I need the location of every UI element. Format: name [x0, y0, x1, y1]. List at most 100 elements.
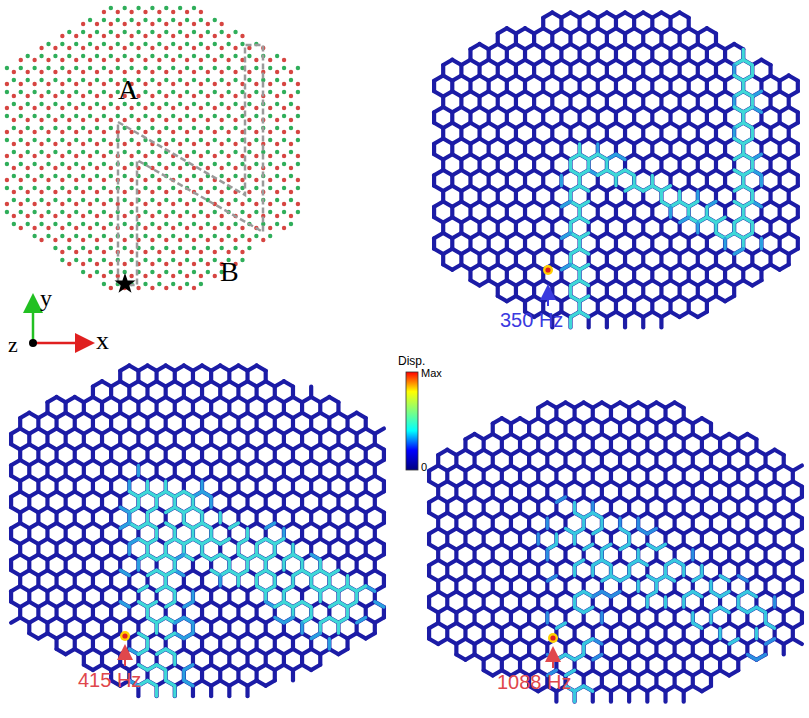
lattice-dot — [19, 202, 23, 206]
lattice-dot — [254, 234, 258, 238]
lattice-dot — [192, 70, 196, 74]
lattice-dot — [164, 70, 168, 74]
lattice-dot — [81, 30, 85, 34]
lattice-bond — [680, 312, 689, 317]
lattice-dot — [178, 126, 182, 130]
excited-bond — [561, 265, 570, 270]
lattice-dot — [220, 174, 224, 178]
lattice-dot — [282, 178, 286, 182]
lattice-dot — [178, 46, 182, 50]
lattice-dot — [226, 90, 230, 94]
lattice-dot — [102, 66, 106, 70]
lattice-dot — [32, 234, 36, 238]
lattice-dot — [233, 222, 237, 226]
lattice-dot — [95, 126, 99, 130]
lattice-dot — [32, 186, 36, 190]
lattice-dot — [39, 214, 43, 218]
lattice-dot — [233, 126, 237, 130]
lattice-dot — [74, 250, 78, 254]
lattice-dot — [95, 22, 99, 26]
lattice-dot — [95, 214, 99, 218]
lattice-dot — [157, 106, 161, 110]
lattice-dot — [199, 234, 203, 238]
lattice-dot — [178, 70, 182, 74]
lattice-dot — [109, 246, 113, 250]
lattice-dot — [88, 178, 92, 182]
lattice-dot — [109, 190, 113, 194]
lattice-dot — [164, 222, 168, 226]
lattice-dot — [129, 66, 133, 70]
lattice-dot — [46, 106, 50, 110]
lattice-dot — [178, 102, 182, 106]
lattice-dot — [178, 142, 182, 146]
lattice-dot — [88, 250, 92, 254]
lattice-dot — [199, 82, 203, 86]
lattice-dot — [275, 102, 279, 106]
lattice-dot — [95, 54, 99, 58]
lattice-dot — [95, 262, 99, 266]
lattice-dot — [268, 202, 272, 206]
lattice-dot — [26, 214, 30, 218]
lattice-dot — [143, 66, 147, 70]
lattice-dot — [150, 118, 154, 122]
lattice-dot — [240, 250, 244, 254]
lattice-dot — [150, 46, 154, 50]
lattice-dot — [282, 154, 286, 158]
lattice-dot — [199, 178, 203, 182]
lattice-dot — [123, 174, 127, 178]
lattice-dot — [19, 154, 23, 158]
lattice-dot — [282, 210, 286, 214]
lattice-dot — [213, 42, 217, 46]
lattice-dot — [136, 142, 140, 146]
lattice-dot — [95, 102, 99, 106]
lattice-dot — [81, 142, 85, 146]
lattice-dot — [123, 222, 127, 226]
lattice-dot — [53, 190, 57, 194]
lattice-dot — [67, 222, 71, 226]
lattice-dot — [171, 82, 175, 86]
lattice-dot — [67, 70, 71, 74]
lattice-dot — [178, 174, 182, 178]
lattice-dot — [164, 102, 168, 106]
lattice-dot — [247, 94, 251, 98]
lattice-dot — [81, 262, 85, 266]
lattice-dot — [296, 154, 300, 158]
lattice-dot — [192, 262, 196, 266]
lattice-dot — [157, 130, 161, 134]
lattice-dot — [136, 46, 140, 50]
lattice-dot — [199, 114, 203, 118]
lattice-dot — [199, 226, 203, 230]
lattice-dot — [282, 82, 286, 86]
lattice-dot — [233, 150, 237, 154]
lattice-dot — [282, 202, 286, 206]
lattice-dot — [254, 106, 258, 110]
lattice-dot — [185, 82, 189, 86]
lattice-dot — [88, 82, 92, 86]
lattice-dot — [268, 234, 272, 238]
lattice-dot — [157, 82, 161, 86]
lattice-dot — [220, 70, 224, 74]
lattice-dot — [143, 130, 147, 134]
lattice-dot — [123, 246, 127, 250]
lattice-dot — [81, 174, 85, 178]
lattice-dot — [199, 250, 203, 254]
lattice-dot — [46, 210, 50, 214]
lattice-dot — [192, 22, 196, 26]
lattice-dot — [60, 154, 64, 158]
lattice-dot — [46, 82, 50, 86]
lattice-dot — [60, 34, 64, 38]
lattice-dot — [26, 142, 30, 146]
lattice-dot — [143, 226, 147, 230]
source-point — [545, 267, 550, 272]
lattice-dot — [192, 126, 196, 130]
lattice-dot — [233, 118, 237, 122]
lattice-dot — [129, 274, 133, 278]
lattice-dot — [32, 106, 36, 110]
lattice-dot — [157, 226, 161, 230]
lattice-dot — [53, 214, 57, 218]
lattice-dot — [185, 178, 189, 182]
lattice-dot — [74, 178, 78, 182]
lattice-dot — [116, 66, 120, 70]
lattice-dot — [233, 30, 237, 34]
lattice-dot — [289, 78, 293, 82]
